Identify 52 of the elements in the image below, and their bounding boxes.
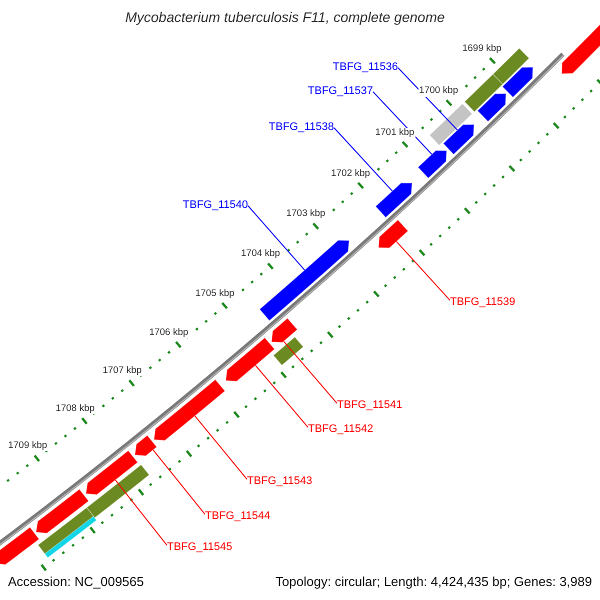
leader-line [194,415,248,480]
feature-bar [464,74,504,112]
tick-label: 1704 kbp [240,249,282,260]
tick-label: 1705 kbp [194,288,236,300]
gene-label: TBFG_11544 [205,510,270,522]
gene-block [417,150,448,179]
tick-label: 1707 kbp [102,366,143,376]
gene-label: TBFG_11540 [182,198,248,211]
gene-block [375,182,412,218]
gene-label: TBFG_11536 [332,60,398,73]
leader-line [283,340,338,404]
leader-line [396,241,450,301]
footer-text: Topology: circular; Length: 4,424,435 bp; Genes: 3,989 [275,575,592,590]
gene-label: TBFG_11542 [308,422,374,435]
gene-label: TBFG_11538 [268,120,334,133]
gene-block [442,124,474,155]
gene-label: TBFG_11545 [167,540,232,553]
tick-label: 1706 kbp [148,328,190,338]
leader-line [152,449,206,515]
feature-bar [272,336,304,366]
leader-line [372,91,432,155]
gene-block [225,337,276,382]
gene-block [378,219,409,248]
gene-label: TBFG_11537 [308,84,373,97]
leader-line [248,205,306,271]
gene-label: TBFG_11541 [337,398,402,411]
leader-line [334,127,393,192]
tick-label: 1699 kbp [461,44,502,55]
gene-block [0,526,40,566]
tick-label: 1708 kbp [54,404,96,414]
tick-label: 1701 kbp [374,128,416,138]
gene-block [134,434,158,456]
feature-bar [428,103,473,146]
title: Mycobacterium tuberculosis F11, complete genome [125,10,445,26]
leader-line [114,480,168,546]
footer-text: Accession: NC_009565 [8,575,144,590]
gene-block [36,488,90,534]
tick-label: 1700 kbp [418,86,460,97]
tick-label: 1709 kbp [7,440,48,452]
tick-label: 1703 kbp [285,209,326,220]
tick-label: 1702 kbp [330,168,372,180]
gene-label: TBFG_11539 [450,296,516,308]
feature-bar [86,464,150,518]
gene-block [271,318,298,343]
gene-block [85,450,138,496]
gene-block [153,378,226,441]
gene-block [502,66,534,98]
feature-bar [44,516,98,558]
gene-label: TBFG_11543 [247,474,312,487]
gene-block [477,93,506,122]
leader-line [254,364,308,428]
leader-line [398,67,458,131]
